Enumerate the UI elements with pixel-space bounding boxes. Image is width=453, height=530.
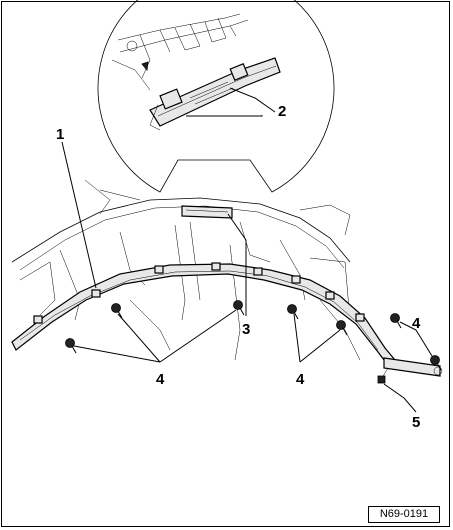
screw-icon — [287, 304, 299, 320]
reference-code: N69-0191 — [368, 506, 440, 523]
roof-trim-part — [181, 205, 233, 219]
screws — [65, 300, 442, 371]
callout-4-left: 4 — [156, 371, 165, 388]
callout-labels: 1 2 3 4 4 4 5 — [56, 103, 421, 431]
leader-lines — [61, 87, 433, 413]
detail-mount-bracket — [111, 13, 249, 91]
curtain-airbag — [11, 262, 396, 370]
screw-icon — [111, 303, 123, 319]
screw-icon — [65, 338, 77, 354]
callout-4-right: 4 — [412, 315, 421, 332]
callout-3: 3 — [242, 321, 250, 338]
gas-generator — [377, 357, 443, 384]
screw-icon — [430, 355, 442, 371]
screw-icon — [233, 300, 245, 316]
callout-4-middle: 4 — [296, 371, 305, 388]
callout-2: 2 — [278, 103, 286, 120]
screw-icon — [390, 313, 402, 329]
detail-airbag-segment — [149, 57, 281, 131]
detail-magnifier — [97, 0, 335, 193]
callout-5: 5 — [412, 414, 420, 431]
callout-1: 1 — [56, 126, 64, 143]
screw-icon — [336, 320, 348, 336]
